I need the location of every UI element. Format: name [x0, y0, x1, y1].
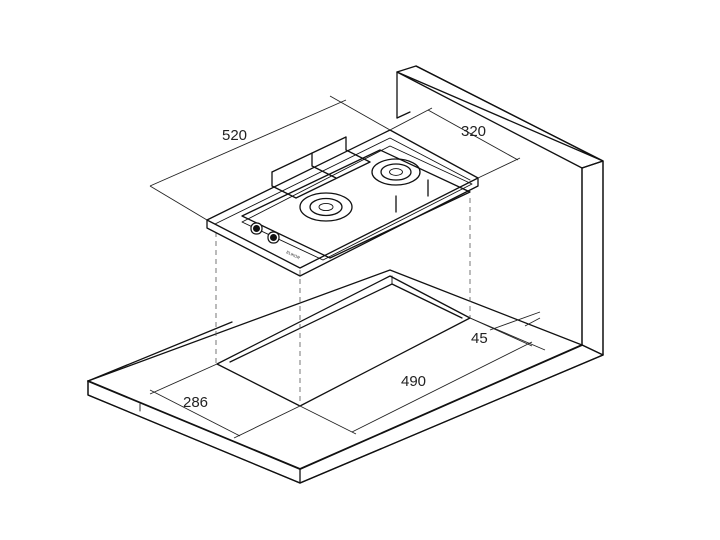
dim-320-line: [427, 109, 519, 161]
dim-320-ext-front: [477, 157, 521, 179]
control-knobs: [250, 222, 280, 244]
grate-mid-rail: [295, 161, 371, 199]
dim-490-label: 490: [401, 373, 426, 390]
dim-286-ext-front: [233, 405, 301, 439]
dim-45-line: [489, 311, 541, 331]
wall-corner: [581, 160, 604, 169]
hob-inner-rim: [214, 137, 471, 225]
dim-520-label: 520: [222, 127, 247, 144]
grate-post-2: [311, 152, 337, 179]
wall-stub: [396, 111, 411, 119]
brand-logo: ELIKOR: [286, 249, 301, 260]
dim-490-ext-right: [469, 317, 533, 347]
dimension-hob-width: 520: [149, 95, 391, 221]
gas-hob: ELIKOR: [206, 129, 479, 277]
burner-back: [371, 158, 421, 186]
dim-320-ext-back: [389, 107, 433, 131]
hob-top-plate: [206, 129, 479, 269]
burner-front-center: [318, 202, 334, 212]
pan-supports: [241, 136, 471, 259]
burner-back-ring: [371, 158, 421, 186]
back-wall: [396, 65, 604, 356]
burner-back-cap: [380, 163, 412, 181]
grate-frame: [241, 149, 471, 259]
dimension-hob-depth: 320: [389, 107, 521, 179]
dim-520-ext-right: [329, 95, 391, 131]
projection-lines: [215, 198, 471, 406]
dim-286-label: 286: [183, 394, 208, 411]
countertop-front-bottom-edge: [299, 354, 604, 484]
dim-520-line: [149, 99, 347, 187]
countertop-back-left-edge: [87, 321, 233, 382]
hob-grate-area: [241, 145, 473, 261]
dim-45-tick: [524, 317, 541, 327]
dim-45-label: 45: [471, 330, 488, 347]
grate-post-1: [271, 171, 297, 199]
dim-320-label: 320: [461, 123, 486, 140]
dim-286-ext-back: [149, 363, 218, 395]
dimension-cutout-length: 490: [299, 317, 533, 435]
hob-edge: [206, 177, 479, 277]
knob-right-cap: [270, 234, 277, 241]
grate-back-rail: [271, 136, 347, 173]
grate-post-3: [345, 136, 371, 163]
burner-front-ring: [299, 192, 353, 222]
countertop-left-face: [87, 380, 301, 484]
burner-front-cap: [309, 197, 343, 217]
dim-286-line: [149, 389, 241, 437]
burner-front: [299, 192, 353, 222]
dimension-cutout-width: 286: [149, 363, 301, 439]
burner-back-center: [389, 168, 403, 176]
dim-490-ext-left: [299, 405, 357, 435]
dim-520-ext-left: [149, 185, 208, 221]
dim-490-line: [351, 341, 533, 433]
knob-left-cap: [253, 225, 260, 232]
